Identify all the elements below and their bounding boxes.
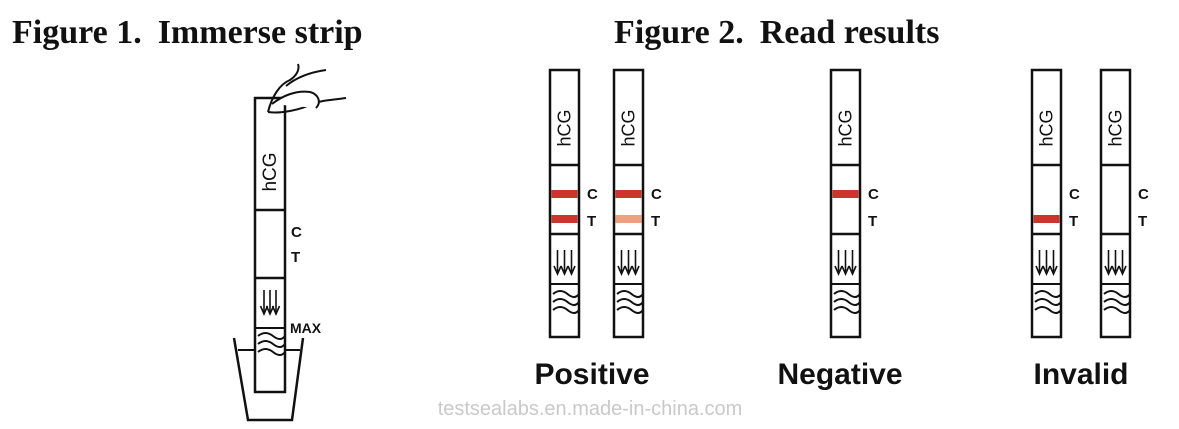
pad-wave bbox=[257, 348, 286, 356]
figure-2-number: Figure 2. bbox=[614, 14, 744, 51]
hand-palm-line bbox=[285, 69, 327, 87]
control-line-band bbox=[832, 190, 859, 198]
strip-hcg-label: hCG bbox=[1037, 109, 1057, 146]
control-letter: C bbox=[587, 186, 598, 203]
flow-arrow-head bbox=[1035, 265, 1044, 276]
hand-thumb-outline bbox=[267, 63, 300, 113]
result-strip: hCG CT bbox=[1099, 68, 1149, 339]
max-label: MAX bbox=[290, 320, 322, 336]
test-letter: T bbox=[1069, 213, 1078, 230]
test-letter: T bbox=[868, 213, 877, 230]
pad-wave bbox=[1034, 306, 1062, 314]
specimen-cup bbox=[232, 337, 305, 422]
flow-arrow-head bbox=[1111, 265, 1120, 276]
control-letter: C bbox=[868, 186, 879, 203]
test-line-band bbox=[1033, 215, 1060, 223]
pad-wave bbox=[833, 306, 861, 314]
flow-arrow-head bbox=[271, 305, 281, 316]
strip-hcg-label: hCG bbox=[1106, 109, 1126, 146]
figure-2-caption: Read results bbox=[759, 14, 940, 51]
strip-hcg-label: hCG bbox=[836, 109, 856, 146]
control-letter: C bbox=[651, 186, 662, 203]
flow-arrow-head bbox=[567, 265, 576, 276]
flow-arrow-head bbox=[848, 265, 857, 276]
result-strip: hCG CT bbox=[1030, 68, 1080, 339]
flow-arrow-head bbox=[1104, 265, 1113, 276]
pad-wave bbox=[1034, 298, 1062, 306]
hand-drawing bbox=[267, 63, 347, 114]
flow-arrow-head bbox=[1118, 265, 1127, 276]
flow-arrow-head bbox=[617, 265, 626, 276]
test-line-band bbox=[615, 215, 642, 223]
test-letter: T bbox=[291, 249, 300, 266]
pad-wave bbox=[552, 298, 580, 306]
strip-hcg-label: hCG bbox=[555, 109, 575, 146]
immersion-strip-group: hCG CT MAX bbox=[232, 63, 347, 422]
control-line-band bbox=[615, 190, 642, 198]
flow-arrow-head bbox=[834, 265, 843, 276]
flow-arrow-head bbox=[553, 265, 562, 276]
control-letter: C bbox=[291, 224, 302, 241]
flow-arrow-head bbox=[624, 265, 633, 276]
strip-hcg-label: hCG bbox=[260, 152, 281, 191]
pad-wave bbox=[616, 298, 644, 306]
test-line-band bbox=[551, 215, 578, 223]
control-letter: C bbox=[1069, 186, 1080, 203]
result-strip: hCG CT bbox=[829, 68, 879, 339]
pad-wave bbox=[1034, 290, 1062, 298]
pad-wave bbox=[257, 332, 286, 340]
figure-1-number: Figure 1. bbox=[12, 14, 142, 51]
figure-2-title: Figure 2. Read results bbox=[614, 14, 939, 52]
flow-arrow-head bbox=[631, 265, 640, 276]
result-label-negative: Negative bbox=[777, 358, 903, 391]
result-label-invalid: Invalid bbox=[1033, 358, 1129, 391]
pad-wave bbox=[1103, 290, 1131, 298]
pad-wave bbox=[1103, 306, 1131, 314]
test-letter: T bbox=[1138, 213, 1147, 230]
control-line-band bbox=[551, 190, 578, 198]
pad-wave bbox=[833, 298, 861, 306]
pad-wave bbox=[257, 340, 286, 348]
result-strip: hCG CT bbox=[612, 68, 662, 339]
figure-1-title: Figure 1. Immerse strip bbox=[12, 14, 363, 52]
flow-arrow-head bbox=[1049, 265, 1058, 276]
flow-arrow-head bbox=[841, 265, 850, 276]
flow-arrow-head bbox=[265, 305, 275, 316]
hand-fingertip bbox=[271, 90, 320, 109]
test-letter: T bbox=[587, 213, 596, 230]
flow-arrow-head bbox=[1042, 265, 1051, 276]
pad-wave bbox=[616, 290, 644, 298]
figure-1-caption: Immerse strip bbox=[157, 14, 363, 51]
test-letter: T bbox=[651, 213, 660, 230]
result-strip: hCG CT bbox=[548, 68, 598, 339]
pad-wave bbox=[552, 290, 580, 298]
pad-wave bbox=[552, 306, 580, 314]
pad-wave bbox=[616, 306, 644, 314]
pad-wave bbox=[1103, 298, 1131, 306]
strip-hcg-label: hCG bbox=[619, 109, 639, 146]
flow-arrow-head bbox=[560, 265, 569, 276]
result-label-positive: Positive bbox=[534, 358, 650, 391]
control-letter: C bbox=[1138, 186, 1149, 203]
flow-arrow-head bbox=[259, 305, 269, 316]
pad-wave bbox=[833, 290, 861, 298]
watermark: testsealabs.en.made-in-china.com bbox=[437, 398, 743, 420]
